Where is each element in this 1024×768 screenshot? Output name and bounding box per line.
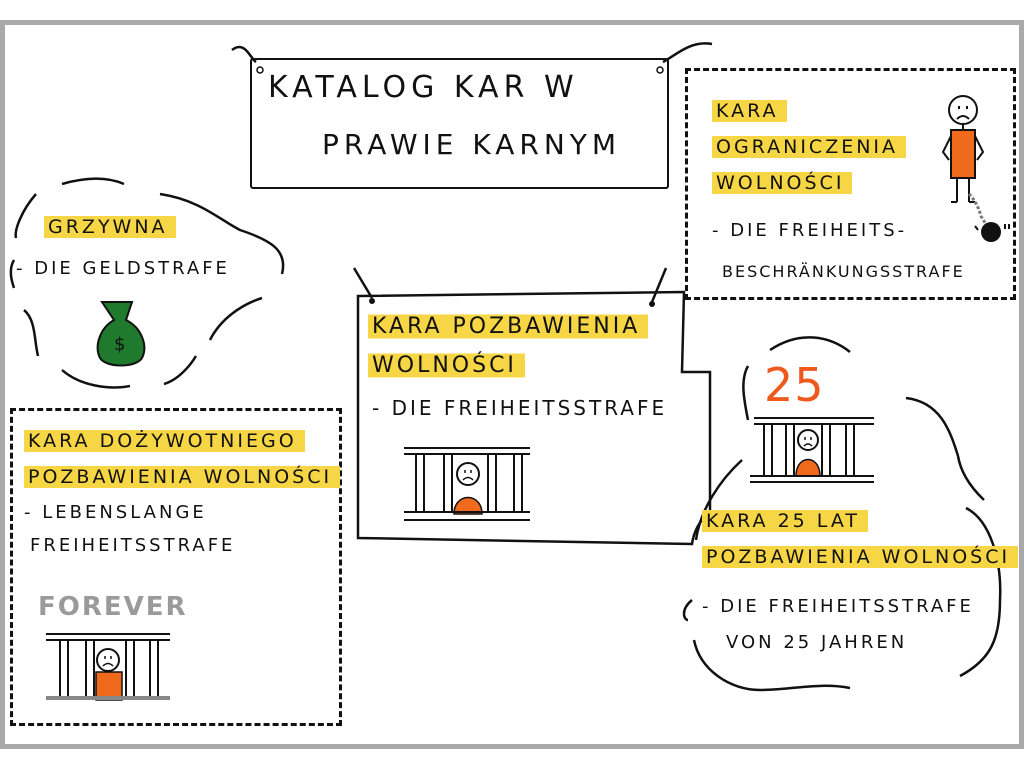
fine-cloud-outline bbox=[9, 177, 285, 389]
life-subtext-line-2: FREIHEITSSTRAFE bbox=[30, 535, 236, 556]
twentyfive-number: 25 bbox=[764, 358, 825, 412]
prisoner-behind-bars-icon bbox=[46, 633, 170, 701]
restriction-heading-line-1: KARA bbox=[712, 98, 787, 124]
imprisonment-heading: KARA POZBAWIENIA WOLNOŚCI bbox=[368, 312, 649, 380]
fine-heading-text: GRZYWNA bbox=[44, 214, 176, 240]
life-heading-line-2: POZBAWIENIA WOLNOŚCI bbox=[24, 464, 341, 490]
life-heading: KARA DOŻYWOTNIEGO POZBAWIENIA WOLNOŚCI bbox=[24, 428, 341, 490]
restriction-subtext-line-2: BESCHRÄNKUNGSSTRAFE bbox=[722, 262, 965, 281]
twentyfive-heading-line-1: KARA 25 LAT bbox=[702, 508, 868, 534]
title-line-1: KATALOG KAR W bbox=[268, 70, 579, 105]
imprisonment-heading-line-2: WOLNOŚCI bbox=[368, 351, 525, 380]
life-subtext-line-1: - LEBENSLANGE bbox=[24, 502, 207, 523]
imprisonment-subtext: - DIE FREIHEITSSTRAFE bbox=[372, 396, 668, 420]
twentyfive-subtext-line-1: - DIE FREIHEITSSTRAFE bbox=[702, 596, 974, 617]
panel-restriction-of-liberty bbox=[685, 68, 1016, 300]
restriction-heading: KARA OGRANICZENIA WOLNOŚCI bbox=[712, 98, 907, 196]
fine-subtext: - DIE GELDSTRAFE bbox=[16, 258, 230, 279]
twentyfive-subtext-line-2: VON 25 JAHREN bbox=[726, 632, 908, 653]
svg-text:$: $ bbox=[114, 334, 125, 355]
forever-caption: FOREVER bbox=[38, 592, 188, 622]
imprisonment-heading-line-1: KARA POZBAWIENIA bbox=[368, 312, 649, 341]
sad-prisoner-ball-and-chain-icon bbox=[941, 95, 1010, 242]
twentyfive-heading: KARA 25 LAT POZBAWIENIA WOLNOŚCI bbox=[702, 508, 1019, 570]
twentyfive-heading-line-2: POZBAWIENIA WOLNOŚCI bbox=[702, 544, 1019, 570]
title-line-2: PRAWIE KARNYM bbox=[322, 128, 622, 161]
prisoner-behind-bars-icon bbox=[404, 447, 530, 521]
restriction-heading-line-3: WOLNOŚCI bbox=[712, 170, 853, 196]
restriction-subtext-line-1: - DIE FREIHEITS- bbox=[712, 220, 908, 241]
prisoner-behind-bars-icon bbox=[750, 417, 874, 483]
restriction-heading-line-2: OGRANICZENIA bbox=[712, 134, 907, 160]
money-bag-icon: $ bbox=[96, 301, 146, 367]
panel-life-imprisonment bbox=[10, 408, 342, 726]
life-heading-line-1: KARA DOŻYWOTNIEGO bbox=[24, 428, 305, 454]
fine-heading: GRZYWNA bbox=[44, 214, 176, 240]
title-sign bbox=[250, 58, 669, 189]
